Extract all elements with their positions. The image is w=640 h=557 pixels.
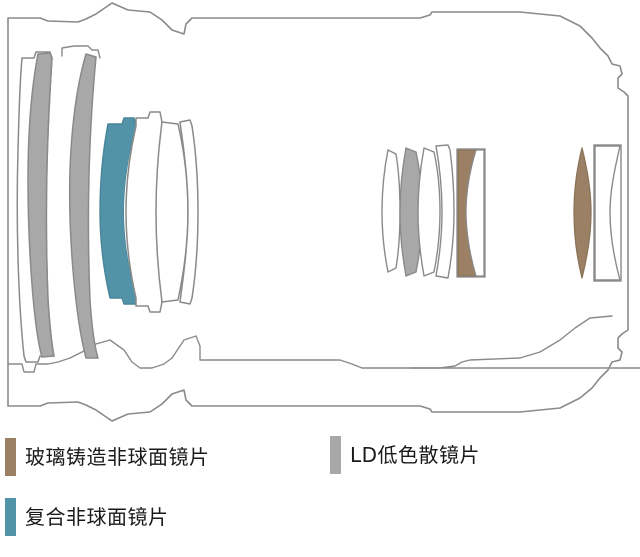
legend-swatch-ld-low-dispersion [330,436,341,474]
element-9-clear [417,147,441,277]
middle-group [381,144,486,279]
rear-group [573,144,622,282]
element-7-clear [381,149,401,273]
front-group [16,51,199,363]
legend-label-glass-molded-aspherical: 玻璃铸造非球面镜片 [25,445,210,469]
element-2-ld [68,53,99,359]
element-13-glass-molded-aspherical [573,147,592,279]
element-1-ld [27,52,55,358]
legend-label-ld-low-dispersion: LD低色散镜片 [350,443,481,467]
legend-label-hybrid-aspherical: 复合非球面镜片 [25,505,169,529]
element-12-clear [465,149,485,277]
lens-barrel-outline [7,2,640,422]
element-11-12-cell [456,148,486,278]
legend-swatch-glass-molded-aspherical [5,438,16,476]
legend-item-glass-molded-aspherical: 玻璃铸造非球面镜片 [5,438,210,476]
lens-cross-section-diagram [7,2,640,422]
legend-swatch-hybrid-aspherical [5,498,16,536]
legend-item-ld-low-dispersion: LD低色散镜片 [330,436,480,474]
element-14-clear [594,145,621,281]
element-6-clear [179,119,199,305]
element-14-cell [593,144,622,282]
legend: 玻璃铸造非球面镜片 LD低色散镜片 复合非球面镜片 [0,430,640,557]
element-10-clear [435,144,455,279]
legend-item-hybrid-aspherical: 复合非球面镜片 [5,498,169,536]
